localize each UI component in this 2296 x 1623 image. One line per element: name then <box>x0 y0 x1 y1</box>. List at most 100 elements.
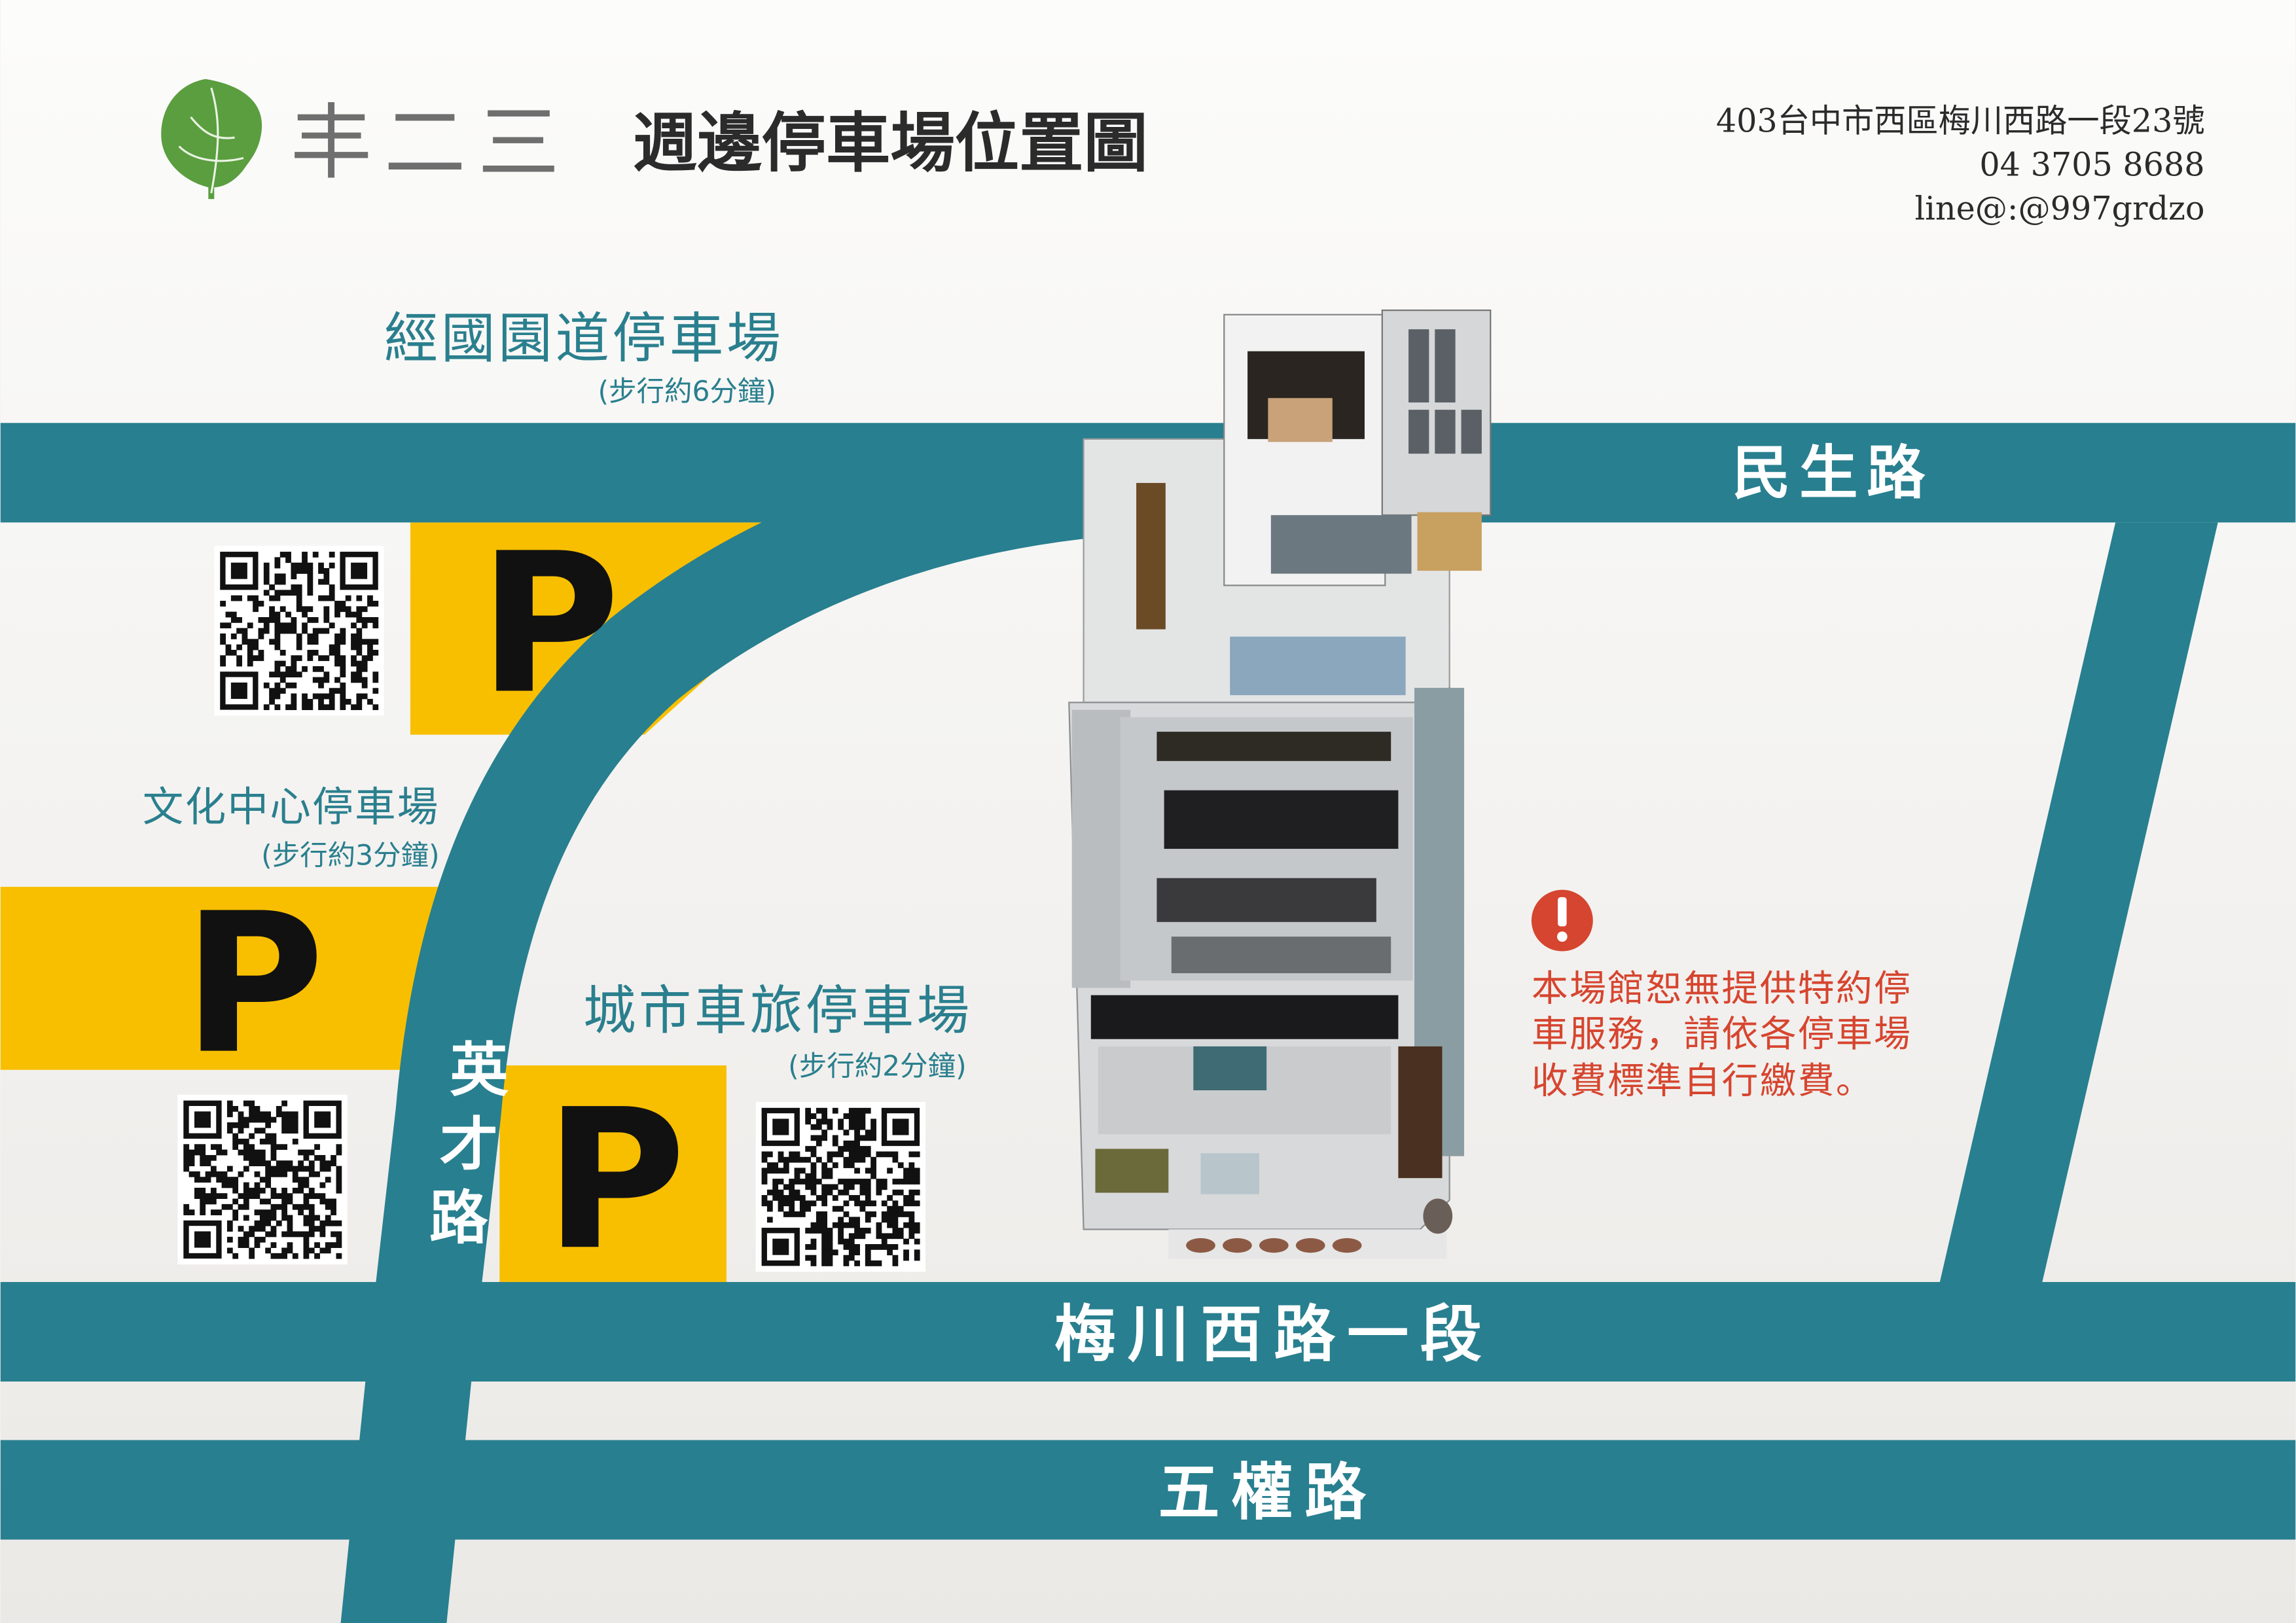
qr-module <box>318 655 324 662</box>
qr-module <box>329 622 335 629</box>
qr-module <box>331 1160 336 1167</box>
qr-module <box>859 1118 866 1125</box>
qr-module <box>361 622 368 629</box>
qr-module <box>230 649 237 656</box>
qr-module <box>908 1162 915 1168</box>
qr-module <box>821 1113 828 1119</box>
qr-module <box>914 1238 920 1245</box>
qr-module <box>259 1128 266 1134</box>
qr-module <box>816 1135 822 1141</box>
qr-module <box>220 622 226 629</box>
qr-module <box>789 1189 795 1196</box>
qr-module <box>287 1193 293 1200</box>
qr-module <box>783 1211 789 1217</box>
qr-module <box>308 1193 315 1200</box>
qr-module <box>827 1156 833 1163</box>
qr-module <box>356 649 363 656</box>
qr-module <box>287 1166 293 1172</box>
qr-module <box>274 671 281 678</box>
qr-module <box>816 1107 822 1114</box>
qr-module <box>296 562 302 569</box>
qr-module <box>865 1151 871 1158</box>
qr-module <box>307 606 314 613</box>
qr-module <box>242 639 248 645</box>
qr-module <box>254 1242 260 1248</box>
qr-module <box>870 1135 876 1141</box>
qr-module <box>279 677 286 683</box>
qr-module <box>761 1200 768 1207</box>
qr-module <box>249 1193 255 1200</box>
qr-module <box>799 1200 806 1207</box>
qr-module <box>876 1189 882 1196</box>
qr-module <box>870 1200 876 1207</box>
qr-module <box>270 1154 277 1161</box>
qr-module <box>789 1205 795 1212</box>
qr-module <box>243 1215 249 1221</box>
qr-module <box>238 1236 244 1243</box>
qr-module <box>361 682 368 688</box>
qr-module <box>821 1189 828 1196</box>
qr-module <box>832 1162 838 1168</box>
qr-module <box>243 1138 249 1145</box>
qr-module <box>334 606 340 613</box>
qr-module <box>232 1209 239 1215</box>
qr-module <box>285 557 291 563</box>
qr-module <box>832 1205 838 1212</box>
notice-line: 收費標準自行繳費。 <box>1532 1060 1874 1102</box>
qr-module <box>226 1177 233 1183</box>
qr-module <box>194 1193 200 1200</box>
qr-module <box>279 671 286 678</box>
qr-code-city-motel[interactable] <box>755 1101 926 1272</box>
qr-module <box>881 1233 888 1240</box>
qr-module <box>226 1166 233 1172</box>
qr-module <box>281 1187 287 1194</box>
qr-module <box>285 682 291 688</box>
qr-code-culture-center[interactable] <box>177 1094 348 1265</box>
qr-module <box>838 1217 844 1223</box>
qr-module <box>249 1144 255 1150</box>
qr-module <box>854 1217 860 1223</box>
qr-module <box>307 655 314 662</box>
qr-module <box>816 1124 822 1130</box>
qr-module <box>848 1217 855 1223</box>
qr-module <box>799 1211 806 1217</box>
qr-code-jingguo[interactable] <box>214 546 384 716</box>
qr-module <box>783 1162 789 1168</box>
qr-module <box>334 660 340 667</box>
qr-module <box>778 1156 784 1163</box>
qr-module <box>296 639 302 645</box>
qr-module <box>887 1205 893 1212</box>
qr-module <box>870 1118 876 1125</box>
qr-module <box>232 1253 239 1259</box>
qr-module <box>303 1193 310 1200</box>
qr-module <box>865 1168 871 1174</box>
qr-module <box>859 1179 866 1185</box>
qr-module <box>859 1205 866 1212</box>
qr-module <box>243 1182 249 1188</box>
qr-module <box>336 1177 342 1183</box>
qr-module <box>259 1198 266 1205</box>
qr-module <box>772 1184 779 1190</box>
qr-module <box>318 568 324 574</box>
qr-module <box>323 704 330 711</box>
qr-module <box>865 1217 871 1223</box>
qr-module <box>232 1122 239 1128</box>
qr-module <box>302 693 308 700</box>
qr-module <box>232 1198 239 1205</box>
qr-module <box>307 590 314 596</box>
qr-module <box>303 1247 310 1254</box>
qr-module <box>881 1217 888 1223</box>
qr-module <box>194 1149 200 1156</box>
qr-module <box>249 1154 255 1161</box>
parking-area-city-motel <box>499 1065 726 1282</box>
road-diagonal <box>1939 522 2218 1282</box>
qr-module <box>291 698 297 705</box>
qr-module <box>778 1179 784 1185</box>
qr-module <box>816 1140 822 1147</box>
qr-module <box>279 552 286 558</box>
qr-module <box>226 1226 233 1232</box>
qr-module <box>296 644 302 651</box>
qr-module <box>226 1220 233 1226</box>
qr-module <box>308 1215 315 1221</box>
qr-module <box>249 1100 255 1107</box>
